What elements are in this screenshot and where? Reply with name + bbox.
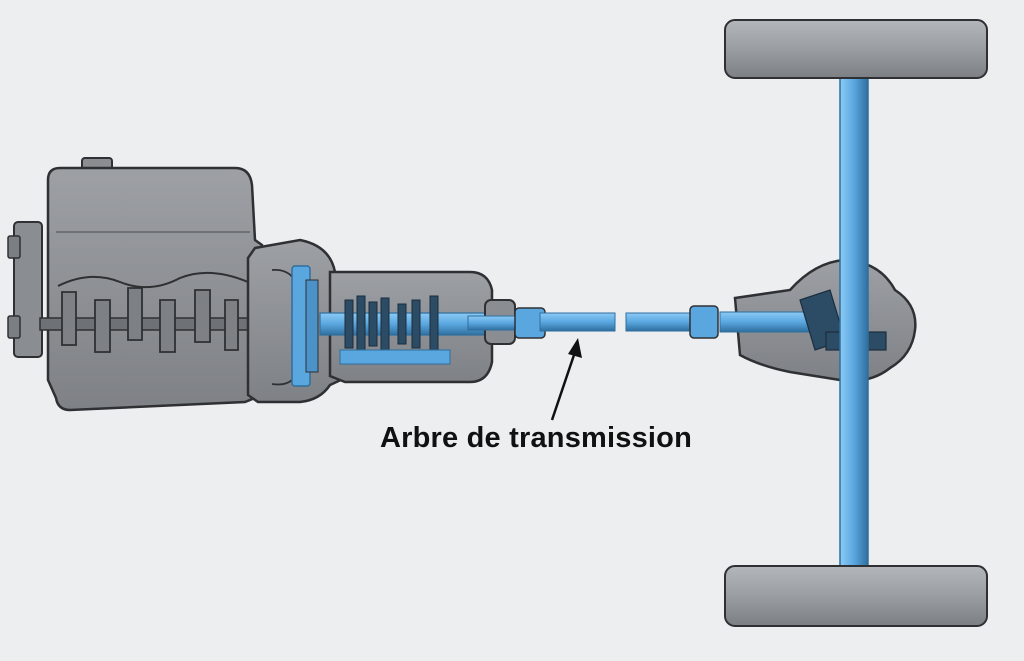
rear-wheel-top (724, 19, 988, 79)
crankshaft (39, 287, 266, 353)
clutch-housing (246, 238, 347, 404)
arrow-icon (550, 338, 582, 421)
rear-differential (719, 258, 917, 382)
drive-shaft-label: Arbre de transmission (380, 422, 693, 454)
gear-set (344, 295, 439, 353)
drive-shaft (467, 299, 719, 345)
engine-block (7, 157, 264, 412)
rear-wheel-bottom (724, 565, 988, 627)
gearbox (319, 270, 494, 384)
rear-axle (839, 77, 869, 567)
